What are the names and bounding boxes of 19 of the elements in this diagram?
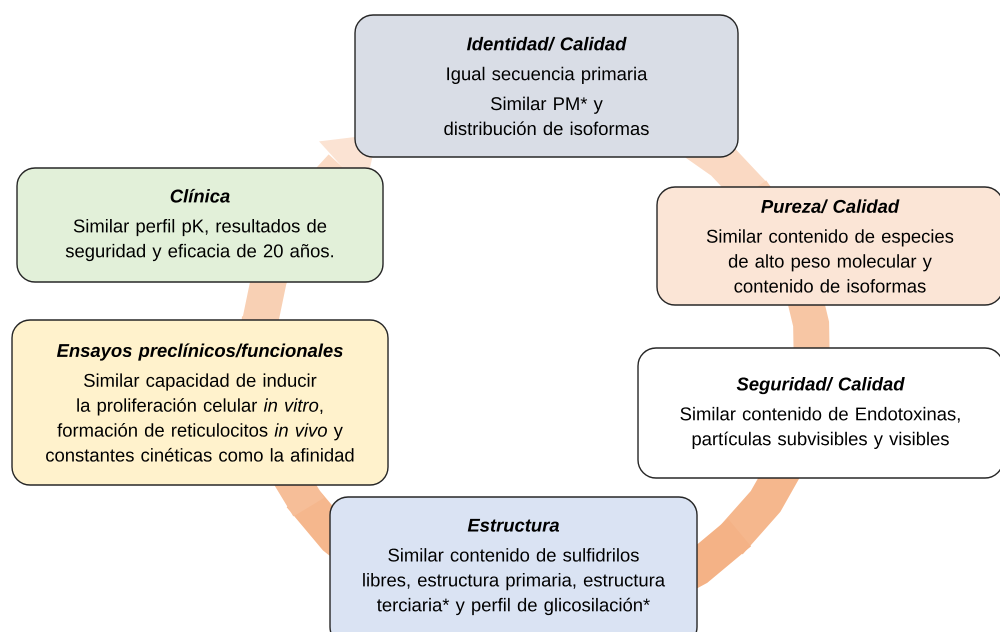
rounded-box xyxy=(16,167,384,283)
rounded-box xyxy=(656,186,1000,306)
box-heading: Identidad/ Calidad xyxy=(466,36,627,51)
box-text: Similar contenido de especies de alto peso molecular y contenido de isoformas xyxy=(706,229,954,293)
box-heading: Estructura xyxy=(468,518,560,532)
rounded-box xyxy=(11,319,389,486)
rounded-box xyxy=(329,496,698,632)
box-heading: Seguridad/ Calidad xyxy=(736,377,905,394)
box-text: Similar contenido de Endotoxinas, partículas subvisibles y visibles xyxy=(680,406,960,449)
box-heading: Pureza/ Calidad xyxy=(761,199,900,214)
box-heading: Ensayos preclínicos/funcionales xyxy=(56,343,343,361)
rounded-box xyxy=(354,14,739,158)
box-text: Similar contenido de sulfidrilos libres, estructura primaria, estructura terciaria* y perfil de glicosilación* xyxy=(363,548,666,616)
box-text: Igual secuencia primaria xyxy=(447,66,648,84)
box-text: Similar perfil pK, resultados de seguridad y eficacia de 20 años. xyxy=(66,218,333,262)
box-text: Similar PM* y distribución de isoformas xyxy=(444,96,649,136)
rounded-box xyxy=(637,347,1000,479)
box-text: Similar capacidad de inducir la proliferación celular in vitro, formación de reticulocitos in vivo y constantes cinéticas como la afinidad xyxy=(46,373,354,462)
box-heading: Clínica xyxy=(170,188,230,203)
